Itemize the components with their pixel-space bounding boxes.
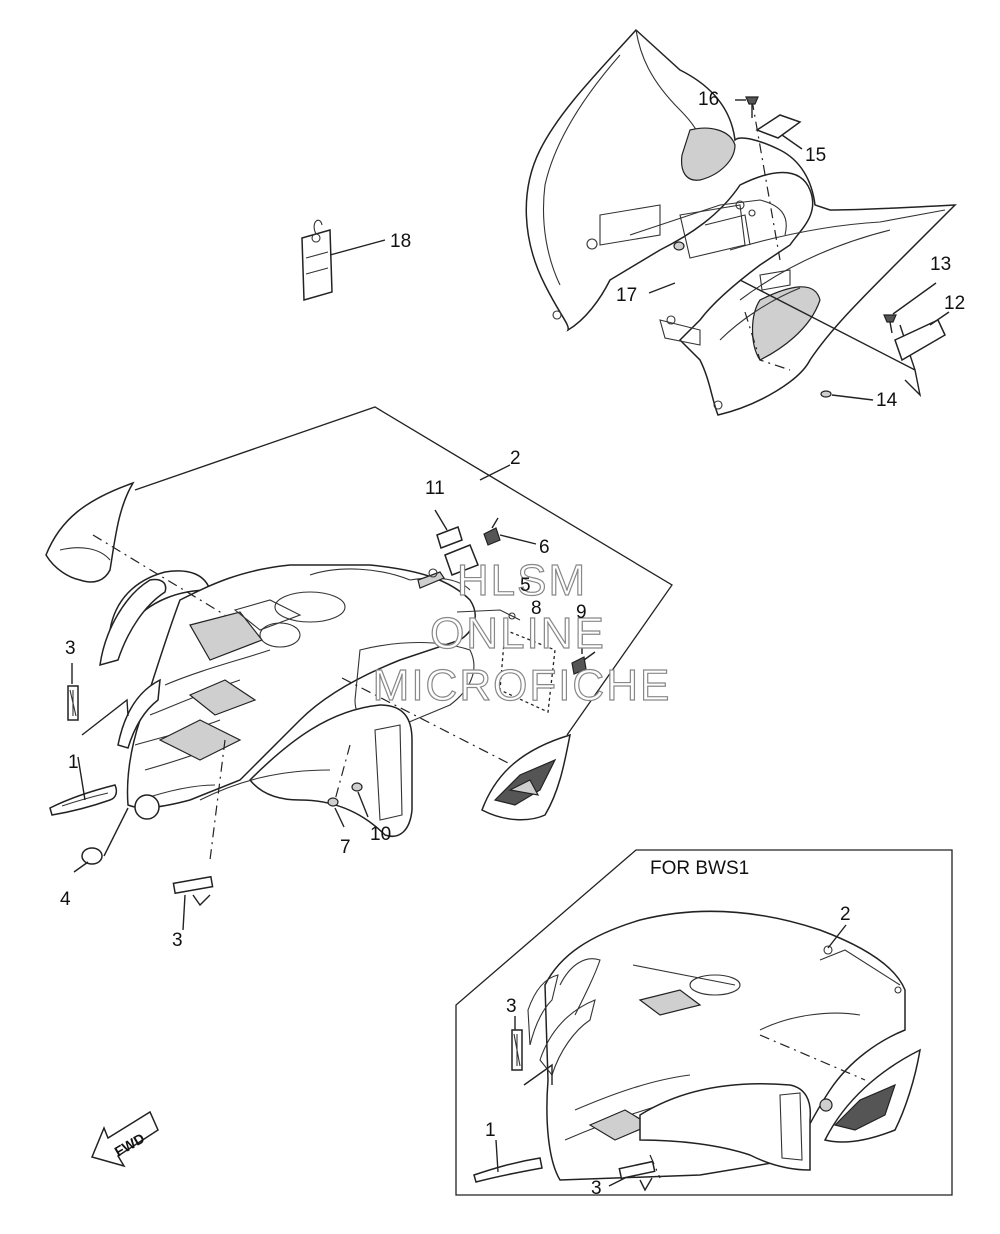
watermark: HLSM ONLINE MICROFICHE xyxy=(372,555,672,710)
callout-4: 4 xyxy=(60,889,71,910)
fwd-arrow-icon: FWD xyxy=(90,1110,159,1168)
side-decal-left-lower xyxy=(117,678,161,749)
inset-callout-3-upper: 3 xyxy=(506,996,517,1017)
part-8-label-outline xyxy=(499,629,556,713)
part-12-label xyxy=(894,319,946,362)
inset-title: FOR BWS1 xyxy=(650,858,749,879)
rear-fender-assembly xyxy=(525,28,957,416)
inset-callout-3-lower: 3 xyxy=(591,1178,602,1199)
callout-9: 9 xyxy=(576,602,587,623)
callout-2: 2 xyxy=(510,448,521,469)
callout-8: 8 xyxy=(531,598,542,619)
watermark-line-1: HLSM xyxy=(457,556,587,605)
part-4-plug xyxy=(81,847,103,865)
part-15-label xyxy=(755,114,802,139)
callout-18: 18 xyxy=(390,231,411,252)
callout-11: 11 xyxy=(425,478,445,499)
part-1-badge xyxy=(49,784,118,816)
part-16-rivet xyxy=(745,96,759,118)
callout-5: 5 xyxy=(520,575,531,596)
part-18-tag xyxy=(301,219,333,301)
callout-1: 1 xyxy=(68,752,79,773)
leader-lines xyxy=(71,99,950,931)
inset-callouts: FOR BWS1 2 3 1 3 xyxy=(485,858,851,1199)
callout-3-lower: 3 xyxy=(172,930,183,951)
callout-13: 13 xyxy=(930,254,951,275)
callout-16: 16 xyxy=(698,89,719,110)
callout-15: 15 xyxy=(805,145,826,166)
part-13-rivet xyxy=(883,314,897,334)
part-10-grommet xyxy=(351,782,363,792)
part-6-rivet xyxy=(483,517,501,546)
part-side-graphic-dark xyxy=(481,733,571,821)
callout-10: 10 xyxy=(370,824,391,845)
inset-callout-1: 1 xyxy=(485,1120,496,1141)
callout-17: 17 xyxy=(616,285,637,306)
callout-14: 14 xyxy=(876,390,898,411)
inset-callout-2: 2 xyxy=(840,904,851,925)
part-14-grommet xyxy=(820,390,832,398)
front-fender-assembly xyxy=(45,406,673,861)
part-7-grommet xyxy=(327,797,339,807)
part-5-label xyxy=(444,544,479,576)
part-11-label xyxy=(436,526,463,549)
part-9-rivet xyxy=(571,651,596,675)
part-3-emblem-lower xyxy=(172,875,214,895)
callout-12: 12 xyxy=(944,293,965,314)
callouts: 16 15 18 13 12 17 14 2 11 6 5 8 9 3 1 7 … xyxy=(60,89,965,951)
callout-3-upper: 3 xyxy=(65,638,76,659)
callout-6: 6 xyxy=(539,537,550,558)
callout-7: 7 xyxy=(340,837,351,858)
watermark-line-3: MICROFICHE xyxy=(373,661,672,710)
inset-bws1 xyxy=(455,849,953,1196)
part-17-grommet xyxy=(673,241,685,251)
side-decal-left-upper xyxy=(99,578,167,667)
watermark-line-2: ONLINE xyxy=(430,609,606,658)
